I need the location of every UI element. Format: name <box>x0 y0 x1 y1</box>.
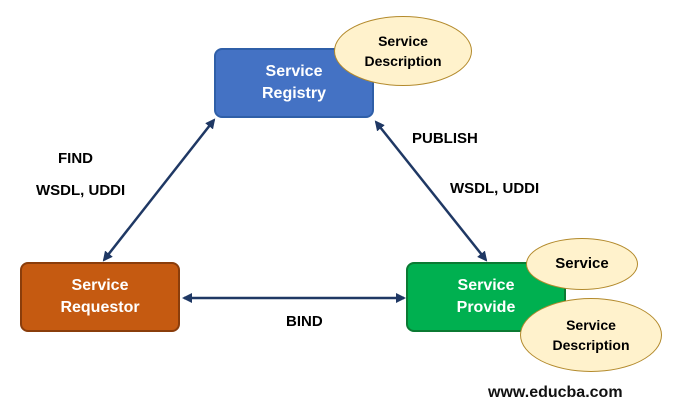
website-watermark: www.educba.com <box>488 384 623 401</box>
find-arrow <box>102 118 216 262</box>
find-label: FIND <box>58 150 93 167</box>
service-description-top-label: Service Description <box>364 33 442 69</box>
service-description-ellipse-top: Service Description <box>334 16 472 86</box>
service-description-ellipse-bottom: Service Description <box>520 298 662 372</box>
service-ellipse-label: Service <box>555 255 609 272</box>
publish-protocol-label: WSDL, UDDI <box>450 180 540 197</box>
service-requestor-label: Service Requestor <box>60 277 140 316</box>
bind-label: BIND <box>286 313 323 330</box>
service-registry-label: Service Registry <box>261 63 327 102</box>
service-description-bottom-label: Service Description <box>552 317 630 353</box>
service-ellipse: Service <box>526 238 638 290</box>
find-protocol-label: WSDL, UDDI <box>36 182 126 199</box>
publish-arrow <box>374 120 488 262</box>
service-requestor-box: Service Requestor <box>20 262 180 332</box>
publish-label: PUBLISH <box>412 130 478 147</box>
service-provider-label: Service Provide <box>456 277 516 316</box>
